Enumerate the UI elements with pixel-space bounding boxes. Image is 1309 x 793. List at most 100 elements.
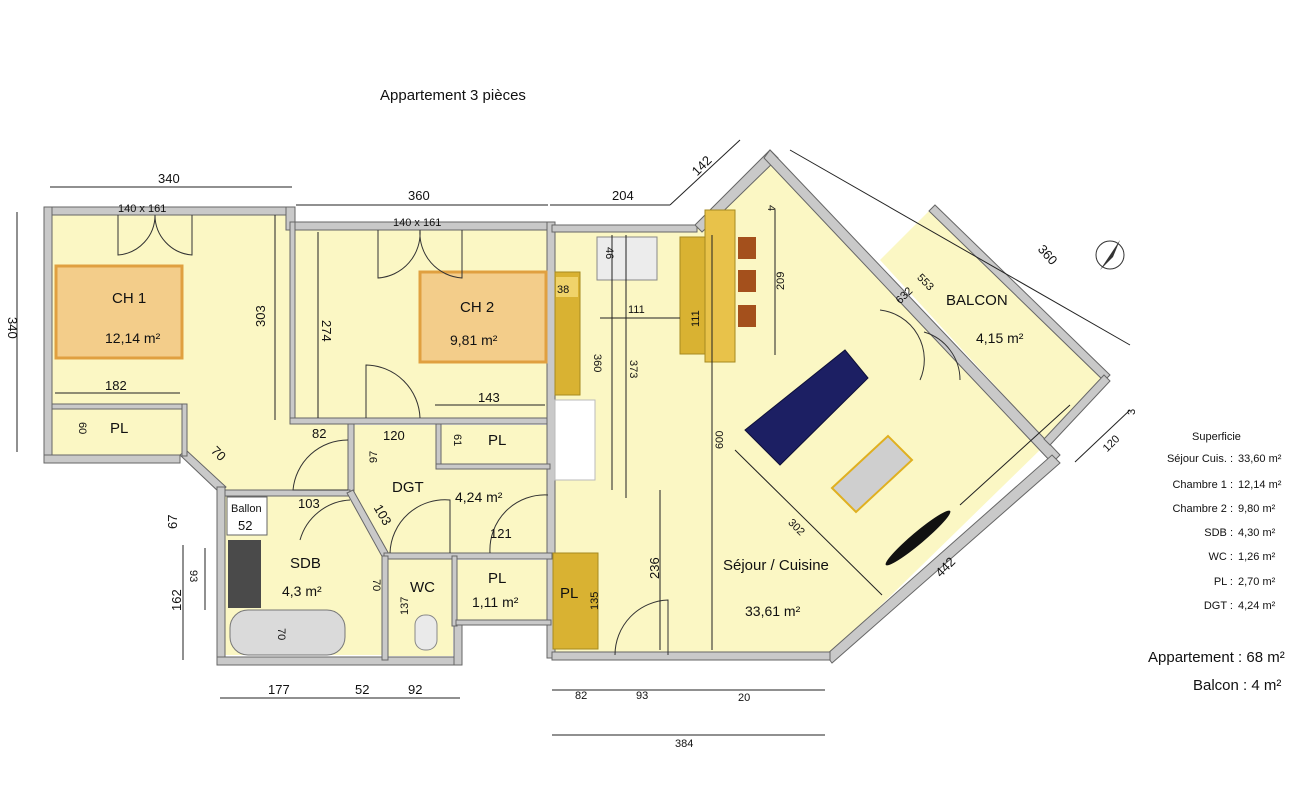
dim-line	[1074, 409, 1131, 463]
dim-label: 340	[5, 317, 20, 339]
wall	[453, 619, 463, 666]
wall	[381, 555, 389, 661]
plan-title: Appartement 3 pièces	[380, 87, 526, 104]
legend-label: Séjour Cuis. :	[1167, 453, 1233, 465]
legend-label: WC :	[1209, 551, 1233, 563]
wall	[1043, 374, 1111, 446]
door	[923, 331, 961, 381]
dim-label: 120	[1101, 433, 1122, 454]
dim-label: 103	[298, 496, 320, 511]
room-area-ch1: 12,14 m²	[105, 330, 161, 346]
kitchen-island	[704, 209, 736, 363]
dim-label: 360	[1035, 242, 1061, 268]
coffee-table	[830, 434, 914, 514]
sofa	[744, 349, 869, 466]
dim-label: 93	[187, 570, 199, 582]
legend-value: 4,24 m²	[1238, 600, 1276, 612]
room-name-pl-ch1: PL	[110, 420, 128, 437]
legend-title: Superficie	[1192, 431, 1241, 443]
dim-label: 137	[399, 597, 411, 615]
doors	[117, 214, 961, 656]
ceiling-fan	[885, 510, 951, 566]
dim-label: 360	[408, 188, 430, 203]
dim-label: 38	[557, 284, 569, 296]
wall	[551, 224, 698, 233]
dim-label: 111	[628, 304, 645, 316]
dim-label: 162	[169, 589, 184, 611]
dim-label: 204	[612, 188, 634, 203]
total-balcon: Balcon : 4 m²	[1193, 677, 1281, 694]
dim-label: 52	[355, 682, 369, 697]
dim-label: 93	[636, 690, 648, 702]
dim-label: 360	[591, 354, 603, 372]
dim-line	[789, 149, 1131, 346]
legend-value: 2,70 m²	[1238, 576, 1276, 588]
compass-icon	[1095, 240, 1125, 270]
dimension-labels: 340 360 204 142 360 340 303 274 182 60 7…	[5, 153, 1138, 750]
toilet	[414, 614, 438, 651]
dim-line	[669, 139, 741, 206]
dim-label: 111	[690, 310, 702, 327]
legend-value: 12,14 m²	[1238, 479, 1282, 491]
dim-label: 120	[383, 428, 405, 443]
window-label: 140 x 161	[393, 217, 441, 229]
dim-label: 182	[105, 378, 127, 393]
dim-label: 600	[714, 431, 726, 449]
dim-label: 67	[165, 515, 180, 529]
room-name-balcon: BALCON	[946, 292, 1008, 309]
door	[299, 499, 351, 541]
door	[419, 229, 463, 279]
dim-label: 61	[451, 434, 463, 446]
area-legend: Superficie Séjour Cuis. : 33,60 m² Chamb…	[1148, 431, 1285, 694]
cabinet-top	[556, 277, 578, 297]
sink	[596, 236, 658, 281]
room-area-sejour: 33,61 m²	[745, 603, 801, 619]
stool	[738, 237, 756, 259]
room-name-ballon: Ballon	[231, 503, 262, 515]
room-labels: CH 1 12,14 m² CH 2 9,81 m² BALCON 4,15 m…	[105, 290, 1024, 619]
room-area-sdb: 4,3 m²	[282, 583, 322, 599]
bed-ch2	[418, 270, 548, 364]
dim-label: 121	[490, 526, 512, 541]
room-area-dgt: 4,24 m²	[455, 489, 503, 505]
wall	[825, 454, 1061, 664]
kitchen-counter	[679, 236, 706, 355]
room-name-ch1: CH 1	[112, 290, 146, 307]
door	[117, 214, 156, 256]
dim-line	[959, 404, 1071, 506]
door	[614, 599, 669, 656]
wall	[43, 206, 295, 216]
dim-label: 46	[603, 247, 615, 259]
sdb-cabinet	[228, 540, 261, 608]
room-area-ch2: 9,81 m²	[450, 332, 498, 348]
wall	[435, 463, 551, 470]
dim-label: 384	[675, 738, 693, 750]
wall	[224, 489, 351, 497]
door	[154, 214, 193, 256]
dim-label: 209	[775, 272, 787, 290]
wall	[383, 552, 553, 560]
dim-label: 60	[76, 422, 88, 434]
dim-label: 97	[368, 451, 380, 463]
wall	[455, 619, 552, 626]
stool	[738, 270, 756, 292]
dim-label: 340	[158, 171, 180, 186]
cabinet-pl	[552, 552, 599, 650]
legend-value: 33,60 m²	[1238, 453, 1282, 465]
wall	[554, 399, 596, 481]
legend-label: DGT :	[1204, 600, 1233, 612]
bed-ch1	[54, 264, 184, 360]
window-label: 140 x 161	[118, 203, 166, 215]
door	[489, 494, 549, 554]
door	[377, 229, 421, 279]
wall	[289, 221, 296, 423]
wall	[451, 555, 458, 627]
wall	[181, 403, 188, 457]
walls	[43, 149, 1111, 666]
room-name-sdb: SDB	[290, 555, 321, 572]
wall	[551, 651, 831, 661]
dim-line	[734, 449, 883, 596]
dim-label: 3	[1126, 409, 1138, 415]
room-name-dgt: DGT	[392, 479, 424, 496]
